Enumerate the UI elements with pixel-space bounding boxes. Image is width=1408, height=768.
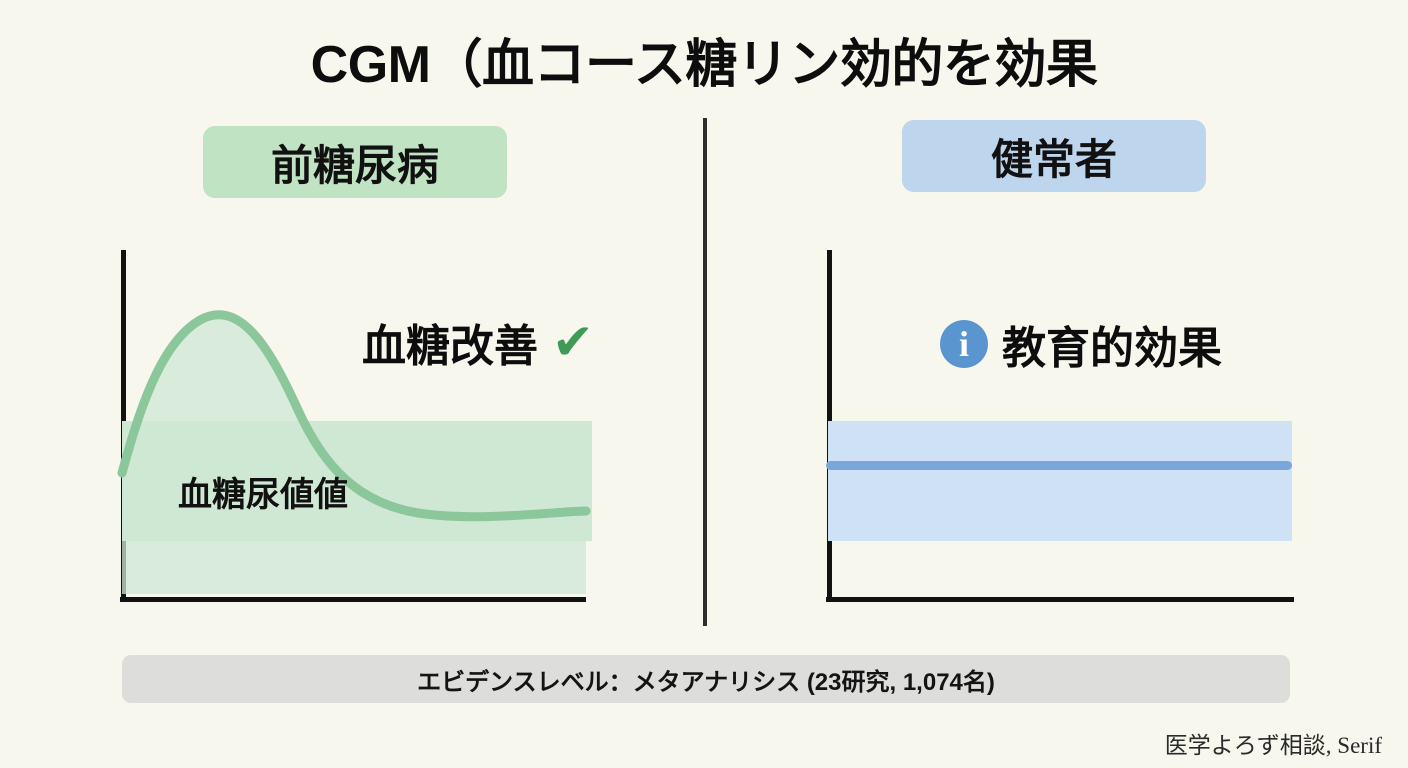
glucose-line-right xyxy=(826,461,1292,470)
panel-badge-healthy-label: 健常者 xyxy=(990,135,1117,183)
panel-badge-prediabetes-label: 前糖尿病 xyxy=(270,141,439,189)
callout-educational-effect-label: 教育的効果 xyxy=(1002,324,1222,373)
reference-range-band-right xyxy=(828,421,1292,541)
callout-educational-effect: i 教育的効果 xyxy=(940,312,1222,376)
glucose-curve-left xyxy=(117,310,591,594)
credit-line: 医学よろず相談, Serif xyxy=(1164,733,1382,758)
x-axis-right xyxy=(826,597,1294,602)
callout-glucose-improvement-label: 血糖改善 xyxy=(362,322,538,371)
evidence-level-bar: エビデンスレベル：メタアナリシス (23研究, 1,074名) xyxy=(122,655,1290,703)
panel-divider xyxy=(703,118,707,626)
band-label-glucose-value: 血糖尿値値 xyxy=(178,476,348,514)
info-icon: i xyxy=(940,320,988,368)
evidence-level-text: エビデンスレベル：メタアナリシス (23研究, 1,074名) xyxy=(417,668,995,696)
panel-badge-prediabetes: 前糖尿病 xyxy=(203,126,507,198)
x-axis-left xyxy=(120,597,586,602)
chart-healthy xyxy=(814,245,1334,610)
chart-prediabetes xyxy=(108,245,628,610)
page-title: CGM（血コース糖リン効的を効果 xyxy=(310,36,1098,94)
panel-badge-healthy: 健常者 xyxy=(902,120,1206,192)
callout-glucose-improvement: 血糖改善 ✔ xyxy=(362,310,594,374)
check-icon: ✔ xyxy=(552,314,594,370)
